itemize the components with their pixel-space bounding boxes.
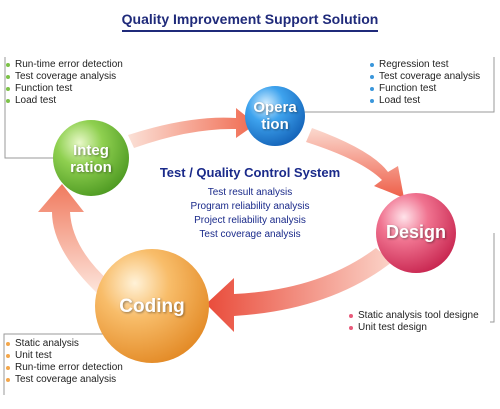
list-item: Load test bbox=[369, 95, 480, 107]
coding-label: Coding bbox=[119, 296, 185, 317]
list-item: Static analysis tool designe bbox=[348, 310, 479, 322]
bullet-icon bbox=[6, 63, 10, 67]
integration-bracket bbox=[4, 57, 58, 159]
list-item-text: Test coverage analysis bbox=[15, 374, 117, 385]
bullet-icon bbox=[349, 314, 353, 318]
bullet-icon bbox=[370, 63, 374, 67]
coding-node bbox=[95, 249, 209, 363]
list-item-text: Run-time error detection bbox=[15, 362, 123, 373]
arrow-integration-to-operation bbox=[128, 108, 256, 148]
list-item: Test coverage analysis bbox=[369, 71, 480, 83]
bullet-icon bbox=[370, 87, 374, 91]
list-item-text: Unit test bbox=[15, 350, 52, 361]
bullet-icon bbox=[370, 99, 374, 103]
center-item: Program reliability analysis bbox=[190, 201, 310, 212]
list-item-text: Load test bbox=[379, 95, 421, 106]
list-item: Test coverage analysis bbox=[5, 71, 123, 83]
center-heading: Test / Quality Control System bbox=[159, 165, 341, 180]
list-item-text: Static analysis tool designe bbox=[358, 310, 479, 321]
integration-label-line2: ration bbox=[70, 159, 112, 176]
bullet-icon bbox=[6, 366, 10, 370]
bullet-icon bbox=[349, 326, 353, 330]
list-item: Function test bbox=[369, 83, 480, 95]
integration-list: Run-time error detection Test coverage a… bbox=[5, 59, 123, 107]
bullet-icon bbox=[6, 378, 10, 382]
center-item: Project reliability analysis bbox=[194, 215, 306, 226]
coding-list: Static analysis Unit test Run-time error… bbox=[5, 338, 123, 386]
center-item: Test result analysis bbox=[207, 187, 293, 198]
design-label: Design bbox=[385, 222, 446, 242]
arrow-coding-to-integration bbox=[38, 184, 110, 294]
list-item: Unit test design bbox=[348, 322, 479, 334]
operation-label-line2: tion bbox=[261, 116, 289, 133]
list-item-text: Regression test bbox=[379, 59, 449, 70]
list-item-text: Test coverage analysis bbox=[15, 71, 117, 82]
list-item: Load test bbox=[5, 95, 123, 107]
arrow-design-to-coding bbox=[206, 248, 392, 332]
bullet-icon bbox=[370, 75, 374, 79]
list-item-text: Run-time error detection bbox=[15, 59, 123, 70]
list-item: Unit test bbox=[5, 350, 123, 362]
center-panel: Test / Quality Control System Test resul… bbox=[140, 165, 360, 242]
integration-label: Integ ration bbox=[56, 142, 126, 176]
list-item-text: Static analysis bbox=[15, 338, 79, 349]
list-item-text: Unit test design bbox=[358, 322, 427, 333]
arrow-operation-to-design bbox=[306, 128, 404, 198]
bullet-icon bbox=[6, 75, 10, 79]
list-item: Run-time error detection bbox=[5, 59, 123, 71]
design-node bbox=[376, 193, 456, 273]
list-item-text: Function test bbox=[379, 83, 437, 94]
bullet-icon bbox=[6, 342, 10, 346]
bullet-icon bbox=[6, 354, 10, 358]
operation-label: Opera tion bbox=[245, 99, 305, 133]
title-underline bbox=[122, 30, 378, 32]
center-item: Test coverage analysis bbox=[199, 229, 301, 240]
list-item: Regression test bbox=[369, 59, 480, 71]
integration-label-line1: Integ bbox=[73, 142, 109, 159]
list-item-text: Test coverage analysis bbox=[379, 71, 481, 82]
list-item: Run-time error detection bbox=[5, 362, 123, 374]
operation-node bbox=[245, 86, 305, 146]
list-item: Static analysis bbox=[5, 338, 123, 350]
operation-label-line1: Opera bbox=[253, 99, 297, 116]
design-bracket bbox=[490, 233, 495, 323]
bullet-icon bbox=[6, 99, 10, 103]
operation-list: Regression test Test coverage analysis F… bbox=[369, 59, 480, 107]
design-list: Static analysis tool designe Unit test d… bbox=[348, 310, 479, 334]
list-item: Function test bbox=[5, 83, 123, 95]
list-item-text: Function test bbox=[15, 83, 73, 94]
diagram-title: Quality Improvement Support Solution bbox=[121, 11, 379, 27]
bullet-icon bbox=[6, 87, 10, 91]
coding-bracket bbox=[3, 333, 120, 395]
integration-node bbox=[53, 120, 129, 196]
operation-bracket bbox=[300, 57, 495, 113]
list-item: Test coverage analysis bbox=[5, 374, 123, 386]
list-item-text: Load test bbox=[15, 95, 57, 106]
